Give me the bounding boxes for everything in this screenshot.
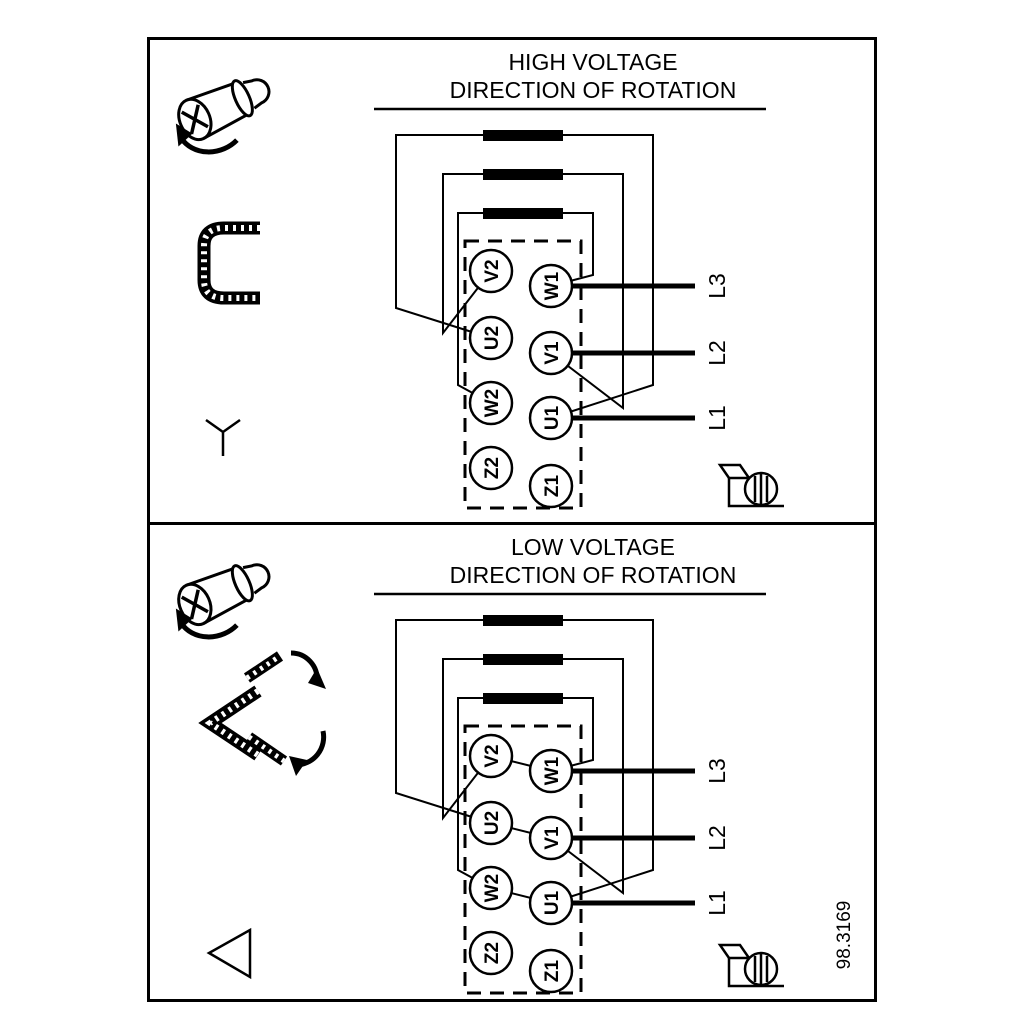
terminal-box [463, 724, 583, 995]
line-label-L3: L3 [704, 758, 730, 784]
terminal-label: Z2 [482, 457, 503, 479]
jumper-bars [483, 615, 563, 704]
screw-rotation-icon [175, 78, 271, 155]
terminal-W2: W2 [468, 380, 514, 426]
terminal-U1: U1 [528, 395, 574, 441]
supply-lines [551, 768, 695, 906]
supply-labels: L3 L2 L1 [704, 758, 730, 916]
jumper-bar [483, 169, 563, 180]
terminal-U2: U2 [468, 800, 514, 846]
terminal-V2: V2 [468, 248, 514, 294]
terminal-label: Z1 [542, 474, 563, 497]
figure-number: 98.3169 [834, 901, 855, 970]
terminal-label: V1 [542, 341, 563, 365]
low-voltage-diagram: LOW VOLTAGE DIRECTION OF ROTATION [175, 534, 855, 995]
panel-subtitle: DIRECTION OF ROTATION [450, 562, 737, 588]
high-voltage-diagram: HIGH VOLTAGE DIRECTION OF ROTATION [175, 49, 784, 510]
earth-screw-icon [717, 463, 784, 508]
line-label-L2: L2 [704, 340, 730, 366]
terminal-Z1: Z1 [528, 948, 574, 994]
panel-high-voltage: HIGH VOLTAGE DIRECTION OF ROTATION [150, 40, 874, 522]
link-pieces-icon [198, 650, 327, 776]
terminal-W2: W2 [468, 865, 514, 911]
terminal-U1: U1 [528, 880, 574, 926]
line-label-L1: L1 [704, 405, 730, 431]
terminal-label: W1 [542, 756, 563, 785]
star-symbol-icon [205, 418, 241, 456]
terminal-label: W2 [482, 874, 503, 903]
terminal-label: V1 [542, 826, 563, 850]
terminal-W1: W1 [528, 263, 574, 309]
jumper-bar [483, 693, 563, 704]
line-label-L3: L3 [704, 273, 730, 299]
terminal-label: U1 [542, 890, 563, 915]
terminal-label: Z1 [542, 959, 563, 982]
bridge-link-icon [197, 221, 260, 305]
terminal-U2: U2 [468, 315, 514, 361]
jumper-bar [483, 654, 563, 665]
terminal-V2: V2 [468, 733, 514, 779]
terminal-V1: V1 [528, 815, 574, 861]
supply-lines [551, 283, 695, 421]
terminal-label: W1 [542, 271, 563, 300]
terminal-V1: V1 [528, 330, 574, 376]
terminal-label: V2 [482, 744, 503, 767]
terminal-label: Z2 [482, 942, 503, 964]
terminal-Z2: Z2 [468, 445, 514, 491]
line-label-L2: L2 [704, 825, 730, 851]
terminal-box [463, 239, 583, 510]
terminal-label: U1 [542, 405, 563, 430]
jumper-bar [483, 130, 563, 141]
panel-subtitle: DIRECTION OF ROTATION [450, 77, 737, 103]
line-label-L1: L1 [704, 890, 730, 916]
panel-low-voltage: LOW VOLTAGE DIRECTION OF ROTATION [150, 522, 874, 999]
screw-rotation-icon [175, 563, 271, 640]
panel-title: LOW VOLTAGE [511, 534, 675, 560]
delta-symbol-icon [206, 927, 252, 980]
panel-title: HIGH VOLTAGE [508, 49, 677, 75]
diagram-sheet: HIGH VOLTAGE DIRECTION OF ROTATION [147, 37, 877, 1002]
earth-screw-icon [717, 943, 784, 988]
terminal-W1: W1 [528, 748, 574, 794]
terminal-Z1: Z1 [528, 463, 574, 509]
terminal-label: V2 [482, 259, 503, 282]
jumper-bar [483, 615, 563, 626]
terminal-label: U2 [482, 326, 503, 350]
terminal-label: U2 [482, 811, 503, 835]
jumper-bars [483, 130, 563, 219]
terminal-Z2: Z2 [468, 930, 514, 976]
supply-labels: L3 L2 L1 [704, 273, 730, 431]
terminal-label: W2 [482, 389, 503, 418]
jumper-bar [483, 208, 563, 219]
